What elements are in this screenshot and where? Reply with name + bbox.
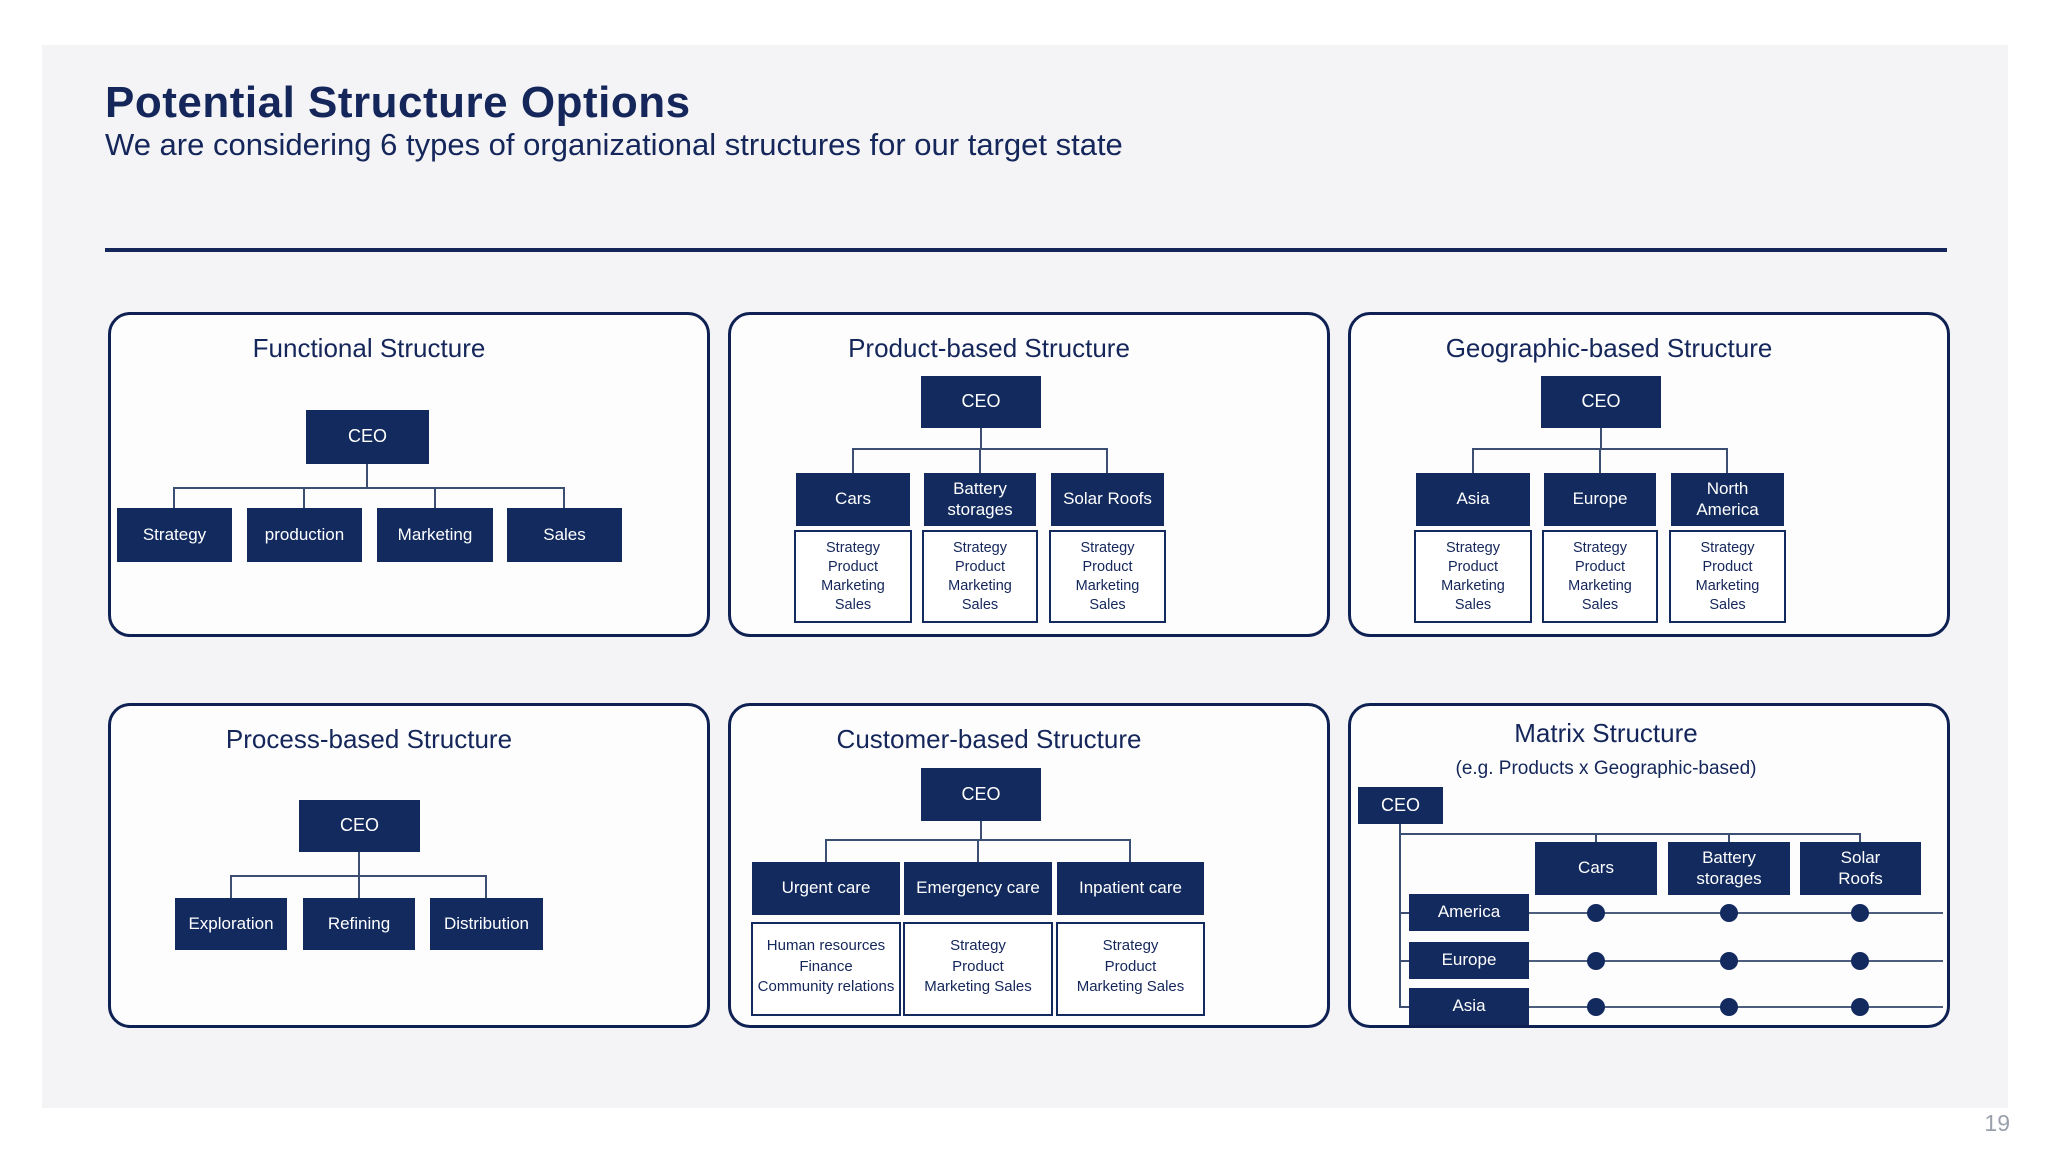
org-node-ceo: CEO bbox=[1358, 787, 1443, 824]
title-divider-rule bbox=[105, 248, 1947, 252]
connector-line bbox=[825, 839, 827, 862]
panel-title: Functional Structure bbox=[252, 333, 486, 363]
org-node-marketing: Marketing bbox=[377, 508, 493, 562]
connector-line bbox=[1472, 448, 1474, 473]
matrix-column-cars: Cars bbox=[1535, 842, 1657, 895]
page-number: 19 bbox=[1984, 1110, 2010, 1136]
connector-line bbox=[980, 821, 982, 839]
panel-title: Customer-based Structure bbox=[836, 724, 1142, 754]
matrix-dot bbox=[1851, 952, 1869, 970]
slide-canvas: Potential Structure Options We are consi… bbox=[42, 45, 2008, 1108]
connector-line bbox=[1728, 833, 1730, 842]
matrix-dot bbox=[1851, 904, 1869, 922]
connector-line bbox=[1726, 448, 1728, 473]
panel-functional-structure: Functional Structure CEO Strategy produc… bbox=[108, 312, 710, 637]
connector-line bbox=[1399, 824, 1401, 1008]
connector-line bbox=[434, 487, 436, 508]
matrix-dot bbox=[1587, 904, 1605, 922]
org-node-sales: Sales bbox=[507, 508, 622, 562]
panel-geographic-based-structure: Geographic-based Structure CEO Asia Euro… bbox=[1348, 312, 1950, 637]
panel-process-based-structure: Process-based Structure CEO Exploration … bbox=[108, 703, 710, 1028]
connector-line bbox=[173, 487, 564, 489]
connector-line bbox=[1399, 912, 1409, 914]
org-sublist: Strategy Product Marketing Sales bbox=[1414, 530, 1532, 623]
connector-line bbox=[852, 448, 854, 473]
org-node-production: production bbox=[247, 508, 362, 562]
panel-title: Process-based Structure bbox=[225, 724, 513, 754]
matrix-row-asia: Asia bbox=[1409, 988, 1529, 1025]
page-subtitle: We are considering 6 types of organizati… bbox=[105, 127, 1123, 162]
connector-line bbox=[979, 448, 981, 473]
org-node-ceo: CEO bbox=[921, 768, 1041, 821]
connector-line bbox=[173, 487, 175, 508]
matrix-row-europe: Europe bbox=[1409, 942, 1529, 979]
matrix-dot bbox=[1851, 998, 1869, 1016]
org-node-urgent-care: Urgent care bbox=[752, 862, 900, 915]
org-node-ceo: CEO bbox=[921, 376, 1041, 428]
connector-line bbox=[1859, 833, 1861, 842]
org-node-refining: Refining bbox=[303, 898, 415, 950]
connector-line bbox=[485, 875, 487, 898]
matrix-dot bbox=[1720, 998, 1738, 1016]
matrix-dot bbox=[1587, 952, 1605, 970]
org-node-solar-roofs: Solar Roofs bbox=[1051, 473, 1164, 526]
org-node-strategy: Strategy bbox=[117, 508, 232, 562]
org-sublist: Strategy Product Marketing Sales bbox=[1049, 530, 1166, 623]
org-node-asia: Asia bbox=[1416, 473, 1530, 526]
connector-line bbox=[230, 875, 232, 898]
page-title: Potential Structure Options bbox=[105, 78, 691, 127]
connector-line bbox=[358, 875, 360, 898]
org-node-ceo: CEO bbox=[299, 800, 420, 852]
org-node-distribution: Distribution bbox=[430, 898, 543, 950]
org-node-ceo: CEO bbox=[1541, 376, 1661, 428]
org-sublist: Strategy Product Marketing Sales bbox=[1056, 922, 1205, 1016]
connector-line bbox=[1595, 833, 1597, 842]
connector-line bbox=[358, 852, 360, 875]
connector-line bbox=[1399, 960, 1409, 962]
org-sublist: Strategy Product Marketing Sales bbox=[794, 530, 912, 623]
org-node-exploration: Exploration bbox=[175, 898, 287, 950]
matrix-dot bbox=[1720, 952, 1738, 970]
matrix-column-battery-storages: Battery storages bbox=[1668, 842, 1790, 895]
org-node-inpatient-care: Inpatient care bbox=[1057, 862, 1204, 915]
matrix-dot bbox=[1720, 904, 1738, 922]
connector-line bbox=[1399, 833, 1861, 835]
panel-matrix-structure: Matrix Structure (e.g. Products x Geogra… bbox=[1348, 703, 1950, 1028]
panel-product-based-structure: Product-based Structure CEO Cars Battery… bbox=[728, 312, 1330, 637]
org-node-north-america: North America bbox=[1671, 473, 1784, 526]
panel-title: Matrix Structure bbox=[1514, 718, 1698, 748]
panel-title: Geographic-based Structure bbox=[1445, 333, 1773, 363]
matrix-column-solar-roofs: Solar Roofs bbox=[1800, 842, 1921, 895]
connector-line bbox=[366, 464, 368, 487]
org-node-europe: Europe bbox=[1544, 473, 1656, 526]
org-sublist: Human resources Finance Community relati… bbox=[751, 922, 901, 1016]
connector-line bbox=[980, 428, 982, 449]
connector-line bbox=[1106, 448, 1108, 473]
connector-line bbox=[1599, 448, 1601, 473]
connector-line bbox=[563, 487, 565, 508]
org-sublist: Strategy Product Marketing Sales bbox=[1542, 530, 1658, 623]
org-node-ceo: CEO bbox=[306, 410, 429, 464]
org-node-cars: Cars bbox=[796, 473, 910, 526]
org-sublist: Strategy Product Marketing Sales bbox=[903, 922, 1053, 1016]
org-sublist: Strategy Product Marketing Sales bbox=[922, 530, 1038, 623]
connector-line bbox=[1129, 839, 1131, 862]
org-node-battery-storages: Battery storages bbox=[924, 473, 1036, 526]
matrix-row-america: America bbox=[1409, 894, 1529, 931]
org-node-emergency-care: Emergency care bbox=[904, 862, 1052, 915]
connector-line bbox=[1600, 428, 1602, 449]
org-sublist: Strategy Product Marketing Sales bbox=[1669, 530, 1786, 623]
connector-line bbox=[977, 839, 979, 862]
panel-subtitle: (e.g. Products x Geographic-based) bbox=[1455, 758, 1757, 779]
panel-customer-based-structure: Customer-based Structure CEO Urgent care… bbox=[728, 703, 1330, 1028]
panel-title: Product-based Structure bbox=[848, 333, 1130, 363]
connector-line bbox=[1399, 1006, 1409, 1008]
connector-line bbox=[303, 487, 305, 508]
matrix-dot bbox=[1587, 998, 1605, 1016]
